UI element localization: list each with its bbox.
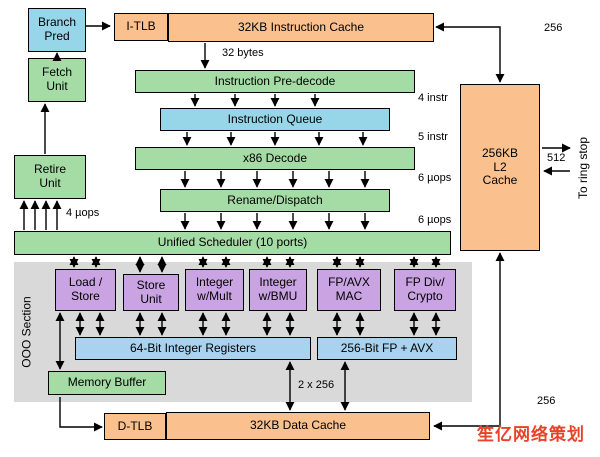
instr-4-label: 4 instr [418,92,448,104]
instruction-queue-box: Instruction Queue [160,108,390,131]
itlb-box: I-TLB [114,13,168,41]
ring-stop-label: To ring stop [570,84,596,251]
predecode-box: Instruction Pre-decode [135,70,415,93]
store-unit-box: Store Unit [123,274,179,311]
instr-5-label: 5 instr [418,131,448,143]
bytes-32-label: 32 bytes [222,47,264,59]
fp-div-crypto-unit-box: FP Div/ Crypto [394,269,456,311]
x86-decode-box: x86 Decode [135,147,415,170]
integer-bmu-unit-box: Integer w/BMU [249,269,307,311]
ooo-section-label: OOO Section [14,262,40,402]
bus-256-top-label: 256 [544,22,563,34]
x2-256-label: 2 x 256 [298,379,335,391]
l2-cache-box: 256KB L2 Cache [460,84,540,251]
memory-buffer-box: Memory Buffer [48,371,166,395]
watermark-text: 笙亿网络策划 [477,425,585,444]
bus-512-label: 512 [547,152,566,164]
ooo-section-label-text: OOO Section [20,296,34,368]
fp-avx-mac-unit-box: FP/AVX MAC [317,269,381,311]
load-store-unit-box: Load / Store [55,269,116,311]
instruction-cache-box: 32KB Instruction Cache [168,13,434,42]
uops-6a-label: 6 µops [418,172,452,184]
bus-256-bottom-label: 256 [537,395,556,407]
uops-6b-label: 6 µops [418,214,452,226]
dtlb-box: D-TLB [104,413,166,440]
ring-stop-label-text: To ring stop [576,136,591,199]
retire-unit-box: Retire Unit [14,155,86,199]
rename-dispatch-box: Rename/Dispatch [160,189,390,212]
uops-4-label: 4 µops [66,207,100,219]
integer-registers-box: 64-Bit Integer Registers [75,337,311,360]
fetch-unit-box: Fetch Unit [28,58,86,102]
data-cache-box: 32KB Data Cache [166,412,430,440]
integer-mult-unit-box: Integer w/Mult [185,269,244,311]
scheduler-retire-arrows [19,200,62,230]
fp-avx-registers-box: 256-Bit FP + AVX [317,337,457,360]
branch-pred-box: Branch Pred [28,8,86,52]
unified-scheduler-box: Unified Scheduler (10 ports) [14,231,451,255]
